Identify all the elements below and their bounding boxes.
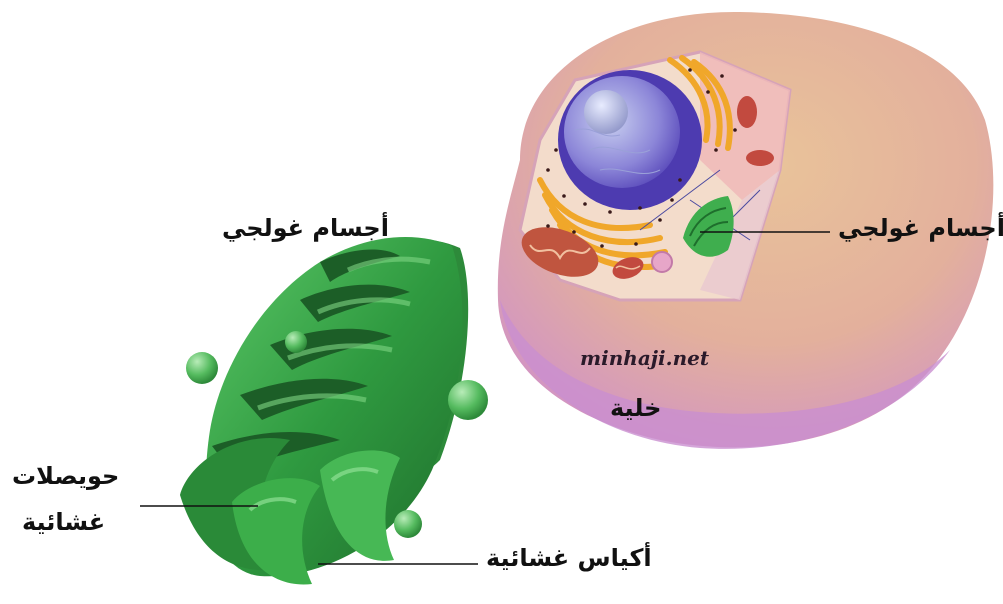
vesicle [394, 510, 422, 538]
vesicle [285, 331, 307, 353]
nucleus [558, 70, 702, 210]
vesicle [448, 380, 488, 420]
golgi-apparatus [180, 237, 488, 585]
label-golgi-right: أجسام غولجي [838, 214, 1003, 242]
label-cell: خلية [610, 394, 661, 422]
label-sacs: أكياس غشائية [486, 544, 652, 572]
label-golgi-top: أجسام غولجي [222, 214, 389, 242]
label-vesicles-line1: حويصلات [12, 462, 119, 490]
watermark: minhaji.net [580, 346, 709, 370]
label-vesicles-line2: غشائية [22, 508, 105, 536]
vesicle [186, 352, 218, 384]
